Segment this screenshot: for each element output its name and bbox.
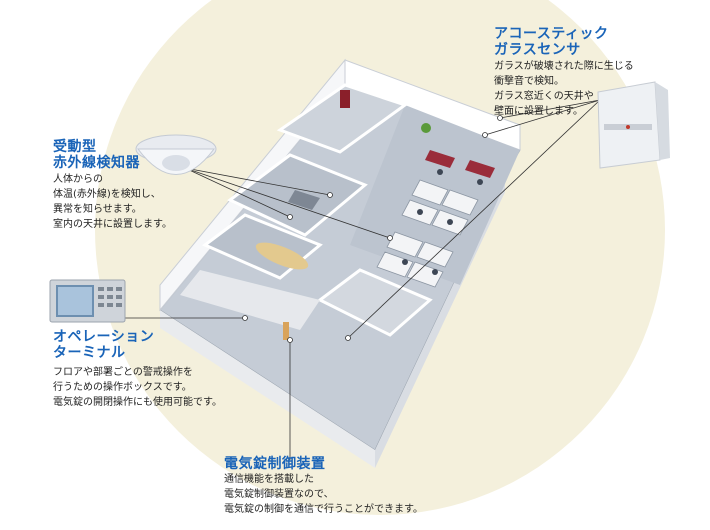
- operation-terminal-icon: [49, 279, 126, 323]
- operation-terminal-description: フロアや部署ごとの警戒操作を 行うための操作ボックスです。 電気錠の開閉操作にも…: [53, 365, 222, 410]
- operation-terminal-title-line: ターミナル: [53, 345, 126, 361]
- glass-sensor-title-line: アコースティック: [494, 26, 609, 42]
- lobby-area: [180, 268, 433, 340]
- desc-line: ガラス窓近くの天井や: [494, 91, 594, 102]
- glass-sensor-description: ガラスが破壊された際に生じる 衝撃音で検知。 ガラス窓近くの天井や 壁面に設置し…: [494, 59, 634, 119]
- electric-lock-controller-title-line: 電気錠制御装置: [224, 456, 326, 472]
- operation-terminal-title: オペレーション ターミナル: [53, 329, 154, 361]
- leader-lines: [125, 99, 601, 460]
- operation-terminal-title-line: オペレーション: [53, 329, 155, 345]
- glass-sensor-title-line: ガラスセンサ: [494, 42, 581, 58]
- desc-line: ガラスが破壊された際に生じる: [494, 61, 634, 72]
- desc-line: 壁面に設置します。: [494, 106, 583, 117]
- infrared-sensor-title-line: 受動型: [53, 139, 97, 155]
- desc-line: フロアや部署ごとの警戒操作を: [53, 367, 193, 378]
- desc-line: 電気錠制御装置なので、: [224, 489, 334, 500]
- glass-sensor-icon: [597, 81, 670, 169]
- electric-lock-controller-description: 通信機能を搭載した 電気錠制御装置なので、 電気錠の制御を通信で行うことができま…: [224, 472, 423, 517]
- infrared-sensor-title: 受動型 赤外線検知器: [53, 139, 140, 171]
- infrared-sensor-description: 人体からの 体温(赤外線)を検知し、 異常を知らせます。 室内の天井に設置します…: [53, 172, 172, 232]
- desc-line: 行うための操作ボックスです。: [53, 382, 192, 393]
- desc-line: 室内の天井に設置します。: [53, 219, 172, 230]
- open-office-area: [350, 105, 520, 288]
- desc-line: 電気錠の制御を通信で行うことができます。: [224, 504, 423, 515]
- desc-line: 体温(赤外線)を検知し、: [53, 189, 161, 200]
- desc-line: 異常を知らせます。: [53, 204, 142, 215]
- desc-line: 通信機能を搭載した: [224, 474, 314, 485]
- infrared-sensor-icon: [135, 134, 217, 175]
- interior-rooms: [202, 83, 431, 280]
- infrared-sensor-title-line: 赤外線検知器: [53, 155, 140, 171]
- glass-sensor-title: アコースティック ガラスセンサ: [494, 26, 608, 58]
- desc-line: 衝撃音で検知。: [494, 76, 564, 87]
- electric-lock-controller-title: 電気錠制御装置: [224, 456, 326, 472]
- desc-line: 人体からの: [53, 174, 103, 185]
- desc-line: 電気錠の開閉操作にも使用可能です。: [53, 397, 222, 408]
